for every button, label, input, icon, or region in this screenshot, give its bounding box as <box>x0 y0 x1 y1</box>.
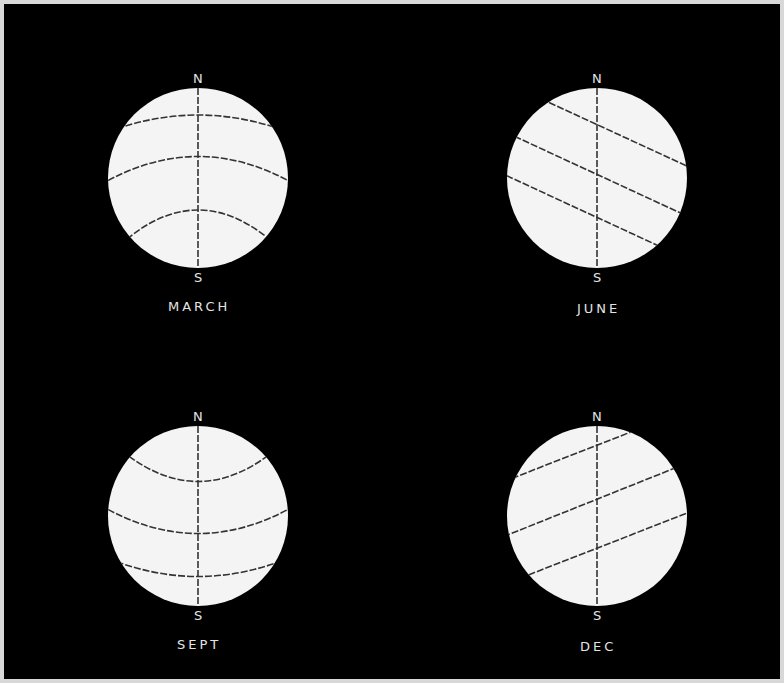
pole-letter: N <box>592 72 605 85</box>
pole-letter: S <box>593 609 604 622</box>
pole-letter: S <box>194 609 205 622</box>
month-label: SEPT <box>177 638 221 651</box>
pole-letter: N <box>193 72 206 85</box>
pole-letter: S <box>194 271 205 284</box>
month-label: DEC <box>580 640 616 653</box>
pole-letter: N <box>193 410 206 423</box>
pole-letter: N <box>592 410 605 423</box>
month-label: MARCH <box>168 300 230 313</box>
pole-letter: S <box>593 271 604 284</box>
month-label: JUNE <box>577 302 620 315</box>
